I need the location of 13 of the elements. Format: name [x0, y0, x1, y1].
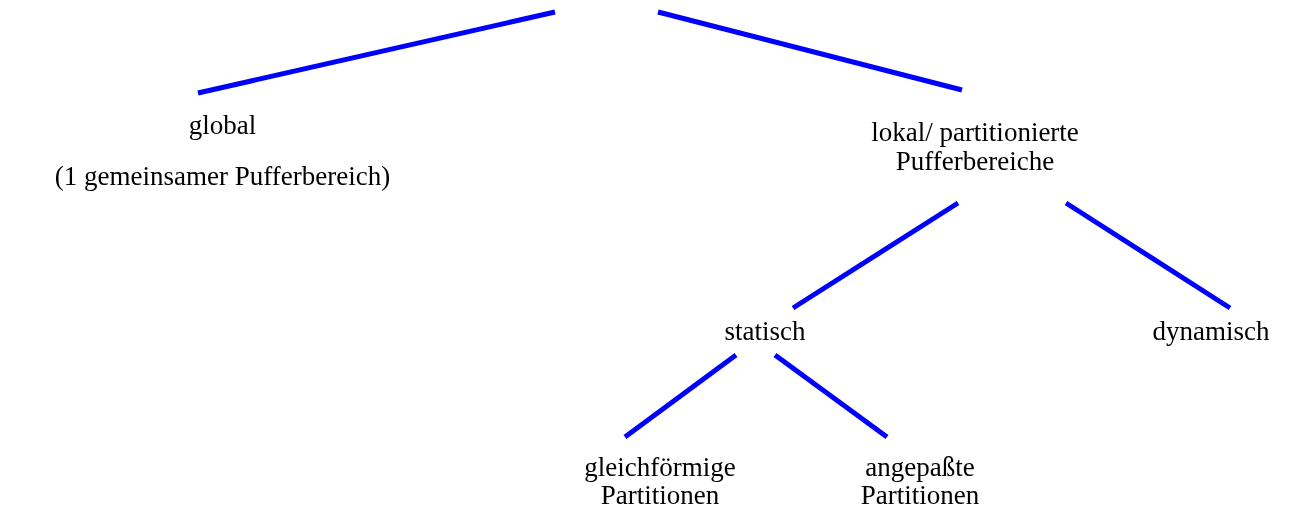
node-label: lokal/ partitionierte Pufferbereiche [870, 118, 1080, 175]
connector-line [791, 200, 960, 311]
node-label: (1 gemeinsamer Pufferbereich) [54, 161, 391, 190]
node-label: dynamisch [1152, 317, 1270, 346]
connector-line [657, 9, 963, 93]
node-label: gleichförmige Partitionen [583, 452, 737, 510]
connector-line [623, 353, 738, 439]
node-label: angepaßte Partitionen [859, 452, 981, 510]
connector-line [197, 9, 556, 96]
connector-line [773, 353, 889, 439]
node-label: global [188, 111, 257, 140]
connector-line [1064, 200, 1232, 311]
node-label: statisch [724, 317, 806, 346]
